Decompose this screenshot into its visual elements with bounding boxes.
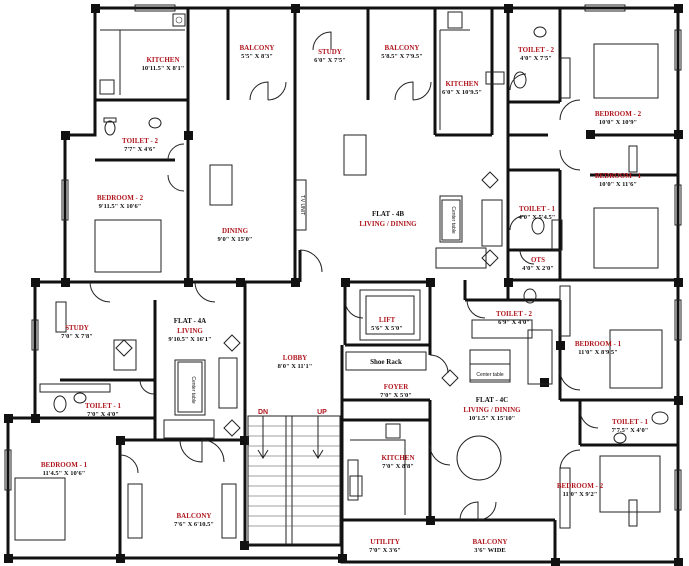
room-dims-living-4a: 9'10.5" X 16'1"	[168, 336, 211, 343]
room-dims-bedroom-1-4c: 11'0" X 8'9.5"	[578, 349, 618, 356]
room-dims-lift: 5'6" X 5'0"	[371, 325, 403, 332]
room-name-balcony-4a-bottom: BALCONY	[176, 512, 211, 520]
room-dims-balcony-4a-top: 5'5" X 8'3"	[241, 53, 273, 60]
room-dims-toilet-2-4c: 6'9" X 4'0"	[498, 319, 530, 326]
room-name-balcony-4a-top: BALCONY	[239, 44, 274, 52]
center-tables	[177, 199, 511, 413]
room-dims-dining-4a: 9'0" X 15'0"	[217, 236, 252, 243]
furniture	[39, 134, 563, 481]
tv-unit-label: T.V UNIT	[299, 195, 305, 215]
room-name-toilet-2-4c: TOILET - 2	[496, 310, 532, 318]
room-name-kitchen-4c: KITCHEN	[381, 454, 414, 462]
room-name-foyer: FOYER	[384, 383, 409, 391]
room-dims-kitchen-4b: 6'0" X 10'9.5"	[442, 89, 482, 96]
room-name-bedroom-2-4c: BEDROOM - 2	[557, 482, 604, 490]
center-table-4b-label: Center table	[450, 206, 456, 233]
toilet-fixtures	[53, 26, 669, 444]
room-dims-bedroom-1-4b: 10'0" X 11'6"	[599, 181, 637, 188]
room-name-bedroom-1-4b: BEDROOM - 1	[595, 172, 642, 180]
doors	[89, 31, 599, 521]
room-name-balcony-4c: BALCONY	[472, 538, 507, 546]
flat-label-flat_4a: FLAT - 4A	[174, 317, 206, 325]
room-name-lift: LIFT	[379, 316, 396, 324]
room-name-toilet-1-4c: TOILET - 1	[612, 418, 648, 426]
room-dims-toilet-2-4b: 4'0" X 7'5"	[520, 55, 552, 62]
flat-label-flat_4c: FLAT - 4C	[476, 396, 508, 404]
shoe-rack	[345, 351, 427, 371]
room-dims-balcony-4c: 3'6" WIDE	[474, 547, 505, 554]
room-name-toilet-1-4b: TOILET - 1	[519, 205, 555, 213]
center-table-4c-label: Center table	[476, 372, 503, 378]
room-dims-bedroom-2-4c: 11'0" X 9'2"	[563, 491, 598, 498]
room-dims-lobby: 8'0" X 11'1"	[278, 363, 313, 370]
room-dims-study-4b: 6'0" X 7'5"	[314, 57, 346, 64]
room-name-lobby: LOBBY	[283, 354, 308, 362]
room-name-study-4b: STUDY	[318, 48, 342, 56]
flat-label-flat_4b: FLAT - 4B	[372, 210, 404, 218]
room-name-dining-4a: DINING	[222, 227, 249, 235]
room-name-kitchen-4b: KITCHEN	[445, 80, 478, 88]
staircase	[247, 415, 341, 545]
room-dims-kitchen-4c: 7'0" X 8'8"	[382, 463, 414, 470]
beds	[14, 43, 663, 541]
room-name-kitchen-4a: KITCHEN	[146, 56, 179, 64]
lift-shaft	[359, 289, 421, 341]
kitchen-counters	[99, 11, 505, 515]
room-name-toilet-2-4b: TOILET - 2	[518, 46, 554, 54]
room-dims-study-4a: 7'0" X 7'8"	[61, 333, 93, 340]
shoe-rack-label: Shoe Rack	[370, 358, 402, 366]
room-name-living-dining-4b: LIVING / DINING	[359, 220, 417, 228]
room-dims-ots: 4'0" X 2'0"	[522, 265, 554, 272]
room-name-bedroom-1-4a: BEDROOM - 1	[41, 461, 88, 469]
room-dims-balcony-4a-bottom: 7'6" X 6'10.5"	[174, 521, 214, 528]
room-name-balcony-4b: BALCONY	[384, 44, 419, 52]
room-dims-living-dining-4c: 10'1.5" X 15'10"	[469, 415, 515, 422]
room-name-study-4a: STUDY	[65, 324, 89, 332]
room-dims-toilet-1-4a: 7'0" X 4'0"	[87, 411, 119, 418]
room-name-bedroom-1-4c: BEDROOM - 1	[575, 340, 622, 348]
stair-down-label: DN	[258, 409, 268, 416]
room-dims-balcony-4b: 5'8.5" X 7'9.5"	[381, 53, 423, 60]
room-name-living-4a: LIVING	[177, 327, 203, 335]
room-name-bedroom-2-4b: BEDROOM - 2	[595, 110, 642, 118]
interior-walls	[35, 8, 678, 562]
room-name-living-dining-4c: LIVING / DINING	[463, 406, 521, 414]
columns	[4, 4, 683, 566]
room-name-utility: UTILITY	[370, 538, 400, 546]
room-dims-bedroom-2-4a: 9'11.5" X 10'6"	[99, 203, 142, 210]
flat-labels: FLAT - 4A FLAT - 4B FLAT - 4C	[174, 210, 508, 404]
room-dims-toilet-1-4c: 7'7.5" X 4'0"	[612, 427, 649, 434]
room-dims-utility: 7'0" X 3'6"	[369, 547, 401, 554]
room-dims-bedroom-1-4a: 11'4.5" X 10'6"	[43, 470, 86, 477]
room-name-bedroom-2-4a: BEDROOM - 2	[97, 194, 144, 202]
room-dims-foyer: 7'0" X 5'0"	[380, 392, 412, 399]
room-dims-toilet-2-4a: 7'7" X 4'6"	[124, 146, 156, 153]
room-name-toilet-1-4a: TOILET - 1	[85, 402, 121, 410]
room-name-toilet-2-4a: TOILET - 2	[122, 137, 158, 145]
stair-up-label: UP	[317, 409, 327, 416]
windows	[4, 4, 682, 539]
room-dims-toilet-1-4b: 4'0" X 5'4.5"	[519, 214, 556, 221]
room-dims-bedroom-2-4b: 10'0" X 10'9"	[599, 119, 637, 126]
room-name-ots: OTS	[531, 256, 545, 264]
room-dims-kitchen-4a: 10'11.5" X 8'1"	[142, 65, 185, 72]
center-table-4a-label: Center table	[190, 376, 196, 403]
